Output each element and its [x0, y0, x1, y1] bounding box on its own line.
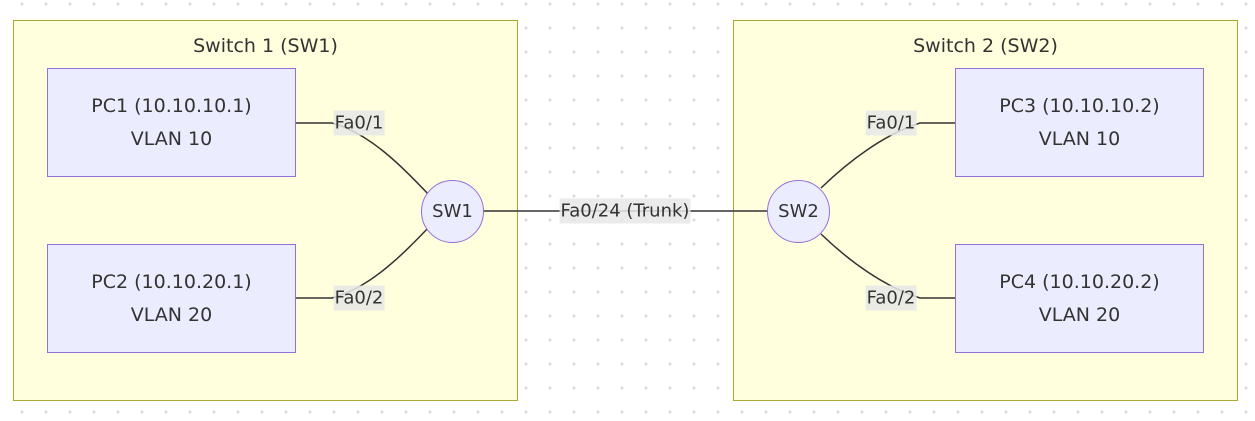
node-sw2-label: SW2 [778, 201, 819, 222]
node-sw1[interactable]: SW1 [421, 180, 484, 243]
edge-label-sw1-sw2: Fa0/24 (Trunk) [559, 198, 691, 224]
node-pc4-address: PC4 (10.10.20.2) [999, 270, 1160, 293]
cluster-title-switch-2: Switch 2 (SW2) [913, 35, 1058, 57]
node-pc3-address: PC3 (10.10.10.2) [999, 94, 1160, 117]
node-pc2-vlan: VLAN 20 [130, 303, 213, 326]
node-pc4-vlan: VLAN 20 [1038, 303, 1121, 326]
node-pc1-address: PC1 (10.10.10.1) [91, 94, 252, 117]
edge-label-sw2-pc4: Fa0/2 [865, 285, 917, 311]
edge-label-pc2-sw1: Fa0/2 [333, 285, 385, 311]
edge-label-sw2-pc3: Fa0/1 [865, 110, 917, 136]
node-pc4[interactable]: PC4 (10.10.20.2) VLAN 20 [955, 244, 1204, 353]
edge-sw2-pc3 [820, 122, 955, 189]
node-pc1-vlan: VLAN 10 [130, 127, 213, 150]
cluster-title-switch-1: Switch 1 (SW1) [193, 35, 338, 57]
node-sw1-label: SW1 [432, 201, 473, 222]
node-pc3[interactable]: PC3 (10.10.10.2) VLAN 10 [955, 68, 1204, 177]
node-pc1[interactable]: PC1 (10.10.10.1) VLAN 10 [47, 68, 296, 177]
node-pc3-vlan: VLAN 10 [1038, 127, 1121, 150]
edge-label-pc1-sw1: Fa0/1 [333, 110, 385, 136]
edge-sw2-pc4 [820, 233, 955, 299]
node-sw2[interactable]: SW2 [767, 180, 830, 243]
node-pc2-address: PC2 (10.10.20.1) [91, 270, 252, 293]
node-pc2[interactable]: PC2 (10.10.20.1) VLAN 20 [47, 244, 296, 353]
